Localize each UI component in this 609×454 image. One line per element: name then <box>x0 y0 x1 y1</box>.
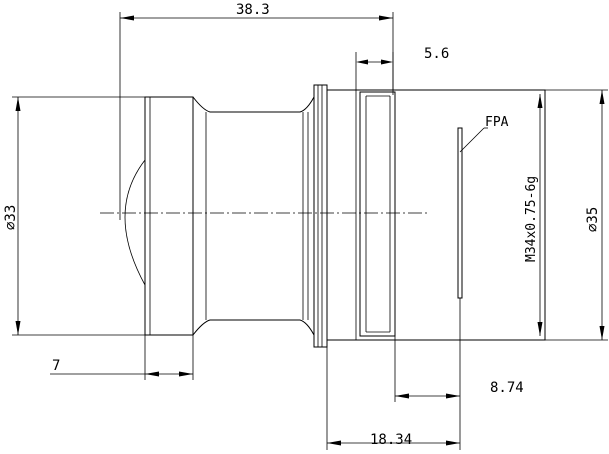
dim-lens-diameter-label: ⌀33 <box>3 205 19 230</box>
dim-flange-offset-label: 5.6 <box>424 46 449 62</box>
dim-thread-label: M34x0.75-6g <box>524 176 539 262</box>
dim-thread <box>537 94 543 336</box>
dim-flange-offset <box>355 52 394 90</box>
dim-flange-to-fpa-label: 18.34 <box>370 432 412 448</box>
dim-short-offset-label: 7 <box>52 358 60 374</box>
dim-overall-length <box>119 12 394 220</box>
dim-flange-to-fpa <box>326 347 461 450</box>
dim-short-offset <box>50 335 194 380</box>
dim-back-focal <box>394 298 461 402</box>
dim-mount-diameter-label: ⌀35 <box>585 207 601 232</box>
fpa-label: FPA <box>485 115 509 130</box>
dim-back-focal-label: 8.74 <box>490 380 524 396</box>
dim-mount-diameter <box>545 89 608 341</box>
dim-lens-diameter <box>12 96 145 336</box>
dim-overall-length-label: 38.3 <box>236 2 270 18</box>
fpa-leader <box>459 127 488 153</box>
lens-body <box>124 84 546 348</box>
